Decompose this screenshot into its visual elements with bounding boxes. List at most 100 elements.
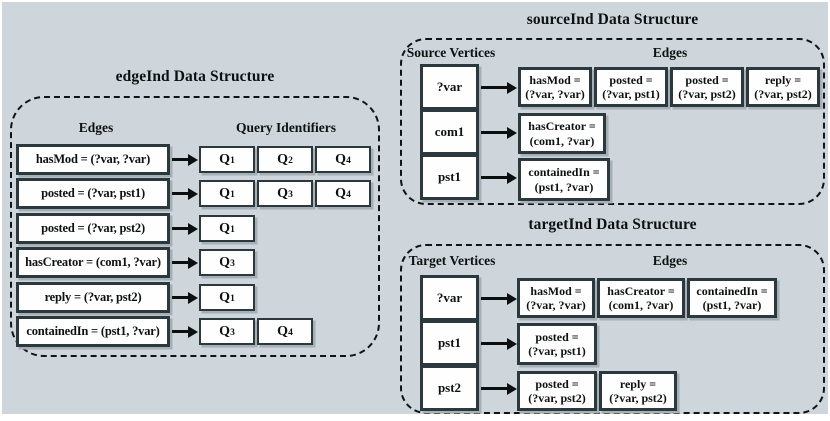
query-id-label: Q	[277, 323, 289, 339]
edge-value-line1: hasMod =	[530, 283, 582, 298]
query-id-label: Q	[219, 254, 231, 270]
sourceind-edges-header: Edges	[652, 45, 688, 60]
arrow-connector	[481, 171, 517, 184]
edge-value-line2: (?var, pst1)	[528, 344, 586, 358]
edge-key-box: hasMod = (?var, ?var)	[16, 144, 170, 175]
query-id-label: Q	[219, 185, 231, 201]
vertex-box: ?var	[420, 275, 479, 321]
edge-value-line1: reply =	[619, 376, 657, 391]
edge-value-line1: posted =	[535, 376, 579, 391]
edge-value-line1: containedIn =	[696, 283, 768, 298]
targetind-container	[400, 244, 825, 414]
arrow-connector	[172, 187, 198, 200]
edge-value-line1: posted =	[685, 72, 729, 87]
edge-value-line2: (?var, ?var)	[526, 298, 586, 312]
edgeind-queries-header: Query Identifiers	[235, 120, 337, 135]
edge-key-label: posted = (?var, pst1)	[41, 186, 145, 200]
edgeind-container	[10, 96, 380, 357]
arrow-connector	[481, 337, 517, 350]
vertex-label: pst1	[437, 335, 462, 350]
edge-value-box: hasCreator = (com1, ?var)	[597, 278, 685, 318]
edge-value-line1: posted =	[609, 72, 653, 87]
arrow-connector	[172, 256, 198, 269]
query-id-subscript: 4	[288, 327, 293, 338]
arrow-connector	[481, 81, 517, 94]
edge-value-line1: reply =	[764, 72, 802, 87]
vertex-box: ?var	[420, 64, 479, 110]
vertex-label: ?var	[436, 79, 463, 94]
edge-key-box: containedIn = (pst1, ?var)	[16, 316, 170, 347]
query-id-subscript: 4	[346, 189, 351, 200]
arrow-connector	[172, 153, 198, 166]
edge-key-label: posted = (?var, pst2)	[41, 221, 145, 235]
edgeind-title: edgeInd Data Structure	[115, 68, 275, 85]
edge-value-box: hasMod = (?var, ?var)	[517, 278, 595, 318]
query-id-label: Q	[219, 151, 231, 167]
query-id-label: Q	[219, 289, 231, 305]
edge-value-box: posted = (?var, pst1)	[594, 67, 668, 107]
figure-background: edgeInd Data Structure Edges Query Ident…	[2, 2, 828, 414]
edge-value-line2: (pst1, ?var)	[702, 298, 762, 312]
edge-value-line2: (com1, ?var)	[608, 298, 674, 312]
edge-value-line2: (?var, pst2)	[528, 391, 586, 405]
arrow-connector	[172, 291, 198, 304]
edge-value-line2: (?var, pst2)	[609, 391, 667, 405]
edge-value-line2: (?var, pst2)	[754, 87, 812, 101]
vertex-box: com1	[420, 109, 479, 155]
vertex-label: com1	[434, 124, 465, 139]
edge-value-line2: (com1, ?var)	[529, 133, 595, 148]
query-id-subscript: 3	[288, 189, 293, 200]
edge-key-box: posted = (?var, pst2)	[16, 213, 170, 244]
vertex-label: pst1	[437, 169, 462, 184]
query-id-label: Q	[277, 185, 289, 201]
edge-value-box: reply = (?var, pst2)	[599, 371, 677, 411]
query-id-label: Q	[219, 220, 231, 236]
edge-key-box: hasCreator = (com1, ?var)	[16, 247, 170, 278]
edge-list-row: posted = (?var, pst2) reply = (?var, pst…	[517, 371, 677, 411]
edge-list-row: hasMod = (?var, ?var) posted = (?var, ps…	[518, 67, 820, 107]
vertex-box: pst1	[420, 154, 479, 200]
edge-value-box: posted = (?var, pst2)	[670, 67, 744, 107]
targetind-vertices-header: Target Vertices	[408, 253, 496, 268]
edge-value-line2: (?var, ?var)	[525, 87, 585, 101]
edge-value-box: hasMod = (?var, ?var)	[518, 67, 592, 107]
edge-key-label: containedIn = (pst1, ?var)	[26, 324, 160, 338]
edge-value-line1: hasCreator =	[607, 283, 675, 298]
edge-value-line2: (pst1, ?var)	[534, 179, 594, 194]
arrow-connector	[481, 126, 517, 139]
edge-value-line1: posted =	[535, 329, 579, 344]
edge-value-line2: (?var, pst2)	[678, 87, 736, 101]
edge-value-box: posted = (?var, pst2)	[517, 371, 597, 411]
query-id-subscript: 4	[346, 155, 351, 166]
edge-key-label: hasCreator = (com1, ?var)	[25, 255, 161, 269]
edge-list-row: containedIn = (pst1, ?var)	[518, 158, 610, 201]
query-id-subscript: 1	[230, 189, 235, 200]
sourceind-title: sourceInd Data Structure	[526, 11, 699, 28]
edge-list-row: hasCreator = (com1, ?var)	[518, 113, 606, 154]
sourceind-vertices-header: Source Vertices	[406, 45, 496, 60]
query-id-subscript: 1	[230, 293, 235, 304]
query-id-label: Q	[219, 323, 231, 339]
query-id-label: Q	[335, 185, 347, 201]
query-id-subscript: 1	[230, 224, 235, 235]
targetind-edges-header: Edges	[652, 253, 688, 268]
edge-value-line1: containedIn =	[528, 165, 600, 180]
edge-key-box: posted = (?var, pst1)	[16, 178, 170, 209]
edge-value-line1: hasMod =	[529, 72, 581, 87]
vertex-label: pst2	[437, 380, 462, 395]
